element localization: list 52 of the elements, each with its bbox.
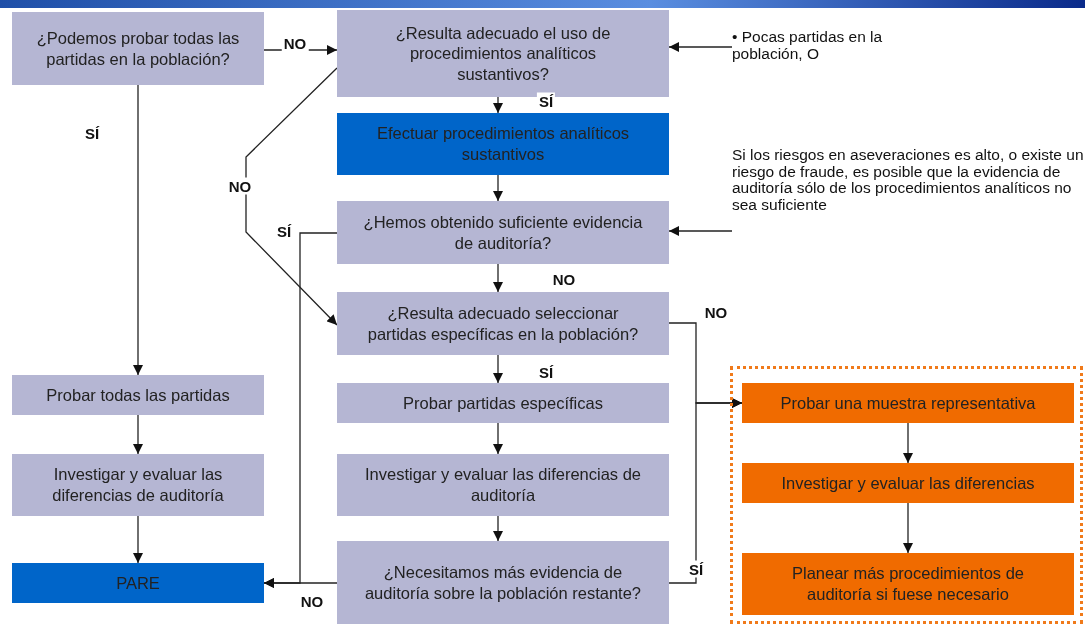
process-box [337, 383, 669, 423]
note-text: Si los riesgos en aseveraciones es alto, o existe un riesgo de fraude, es posible que la evidencia de auditoría sólo de los procedimientos analíticos no sea suficiente [732, 147, 1084, 239]
arrow [493, 515, 503, 542]
arrow [668, 226, 733, 236]
box-text: Efectuar procedimientos analíticos sustantivos [375, 123, 631, 165]
box-text: Investigar y evaluar las diferencias [780, 472, 1036, 494]
process-box [12, 12, 264, 85]
box-text: Planear más procedimientos de auditoría si fuese necesario [790, 563, 1025, 605]
process-box [742, 383, 1074, 423]
arrow [133, 414, 143, 455]
edge-label: SÍ [82, 124, 102, 142]
arrow [493, 422, 503, 455]
note-text: • Pocas partidas en la población, O [732, 29, 932, 69]
edge-label: SÍ [274, 222, 294, 240]
process-box [12, 375, 264, 415]
box-text: ¿Necesitamos más evidencia de auditoría sobre la población restante? [363, 561, 643, 604]
process-box [742, 553, 1074, 615]
arrow [263, 578, 338, 588]
process-box [12, 454, 264, 516]
box-text: Investigar y evaluar las diferencias de auditoría [363, 464, 643, 506]
process-box [337, 113, 669, 175]
process-box [742, 463, 1074, 503]
box-text: ¿Resulta adecuado seleccionar partidas específicas en la población? [366, 302, 640, 345]
arrow [493, 354, 503, 384]
box-text: PARE [115, 572, 161, 594]
arrow [493, 96, 503, 114]
box-text: Probar partidas específicas [402, 392, 604, 414]
process-box [337, 201, 669, 264]
arrow [903, 502, 913, 554]
arrow [245, 67, 338, 326]
process-box [337, 541, 669, 624]
edge-label: NO [226, 177, 254, 195]
box-text: ¿Hemos obtenido suficiente evidencia de auditoría? [362, 211, 644, 254]
arrow [133, 84, 143, 376]
edge-label: SÍ [536, 363, 556, 381]
edge-label: SÍ [686, 560, 706, 578]
arrow [668, 398, 743, 584]
arrow [133, 515, 143, 564]
process-box [337, 292, 669, 355]
box-text: Probar una muestra representativa [779, 392, 1037, 414]
dotted-group-frame [730, 366, 1083, 624]
arrow [493, 263, 503, 293]
box-text: Investigar y evaluar las diferencias de auditoría [51, 464, 225, 506]
box-text: ¿Resulta adecuado el uso de procedimientos analíticos sustantivos? [394, 22, 612, 85]
arrow [493, 174, 503, 202]
edge-label: SÍ [536, 92, 556, 110]
process-box [12, 563, 264, 603]
process-box [337, 454, 669, 516]
box-text: Probar todas las partidas [45, 384, 231, 406]
arrow [903, 422, 913, 464]
arrow [668, 42, 733, 52]
box-text: ¿Podemos probar todas las partidas en la población? [35, 27, 241, 70]
